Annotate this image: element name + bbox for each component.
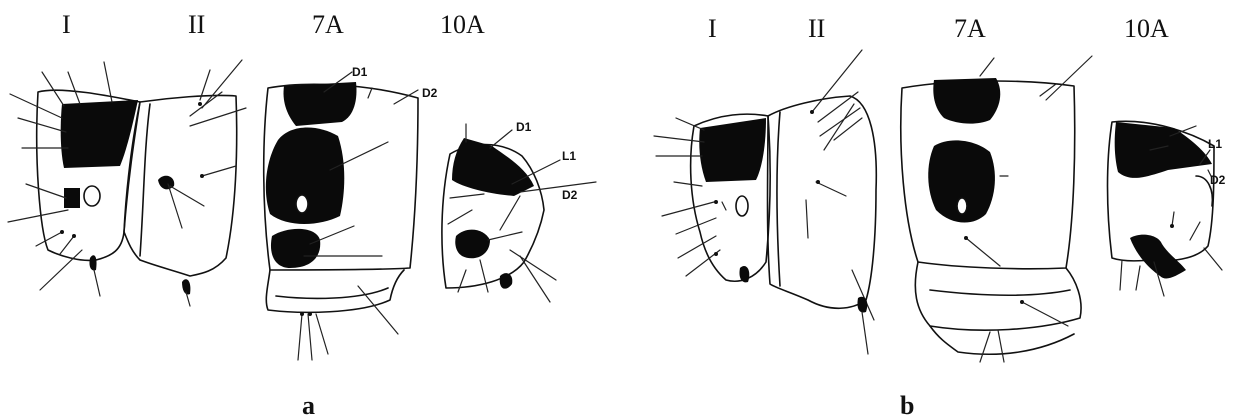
panel-b: I II 7A 10A xyxy=(654,14,1226,416)
panel-b-label-segment-10A: 10A xyxy=(1124,14,1169,43)
panel-a-label-segment-10A: 10A xyxy=(440,10,485,39)
panel-b-label-segment-7A: 7A xyxy=(954,14,986,43)
sclerotized-patch xyxy=(61,100,138,168)
panel-a-segment-II xyxy=(124,60,246,306)
spiracle xyxy=(957,198,967,214)
panel-a-segment-10A: D1 L1 D2 xyxy=(442,120,596,302)
panel-a-7A-seta-D1: D1 xyxy=(352,65,368,79)
panel-a: I II 7A 10A xyxy=(8,10,596,416)
sclerotized-patch xyxy=(699,118,766,182)
panel-b-label-segment-II: II xyxy=(808,14,825,43)
panel-b-segment-I xyxy=(654,114,770,282)
panel-b-10A-seta-D2: D2 xyxy=(1210,173,1226,187)
spiracle xyxy=(736,196,748,216)
panel-b-10A-seta-L1: L1 xyxy=(1208,137,1222,151)
dorsal-patch xyxy=(933,78,1000,124)
panel-a-label-segment-7A: 7A xyxy=(312,10,344,39)
panel-a-10A-seta-D2: D2 xyxy=(562,188,578,202)
panel-a-segment-I xyxy=(8,62,140,296)
lateral-patch xyxy=(271,229,320,268)
panel-a-label-segment-II: II xyxy=(188,10,205,39)
panel-b-segment-II xyxy=(768,50,877,354)
panel-a-10A-seta-L1: L1 xyxy=(562,149,576,163)
panel-b-segment-10A: L1 D2 xyxy=(1108,121,1226,296)
panel-a-label-segment-I: I xyxy=(62,10,71,39)
panel-a-10A-seta-D1: D1 xyxy=(516,120,532,134)
panel-b-letter: b xyxy=(900,391,914,416)
panel-a-letter: a xyxy=(302,391,315,416)
spiracle xyxy=(84,186,100,206)
panel-a-segment-7A: D1 D2 xyxy=(264,65,438,360)
spiracle xyxy=(296,195,308,213)
panel-a-7A-seta-D2: D2 xyxy=(422,86,438,100)
panel-b-segment-7A xyxy=(901,56,1092,362)
dorsal-patch-D1 xyxy=(284,82,357,126)
panel-b-label-segment-I: I xyxy=(708,14,717,43)
